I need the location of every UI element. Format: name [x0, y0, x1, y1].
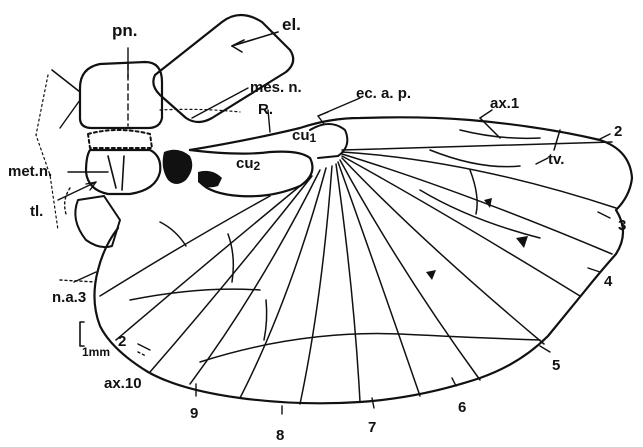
label-cu2: cu2 [236, 155, 261, 173]
label-ax10: ax.10 [104, 375, 142, 392]
mesothorax-outline [88, 130, 152, 148]
label-cu1: cu1 [292, 127, 317, 145]
label-ecap: ec. a. p. [356, 85, 411, 102]
label-vein-3: 3 [618, 217, 626, 234]
label-tv: tv. [548, 151, 564, 168]
label-cu1-main: cu [292, 127, 310, 144]
label-elytron: el. [282, 15, 301, 34]
wing-base-sclerites [163, 150, 222, 188]
label-vein-8: 8 [276, 427, 284, 444]
label-mesonotum: mes. n. [250, 79, 302, 96]
label-ax1: ax.1 [490, 95, 519, 112]
leader-lines [58, 32, 610, 414]
label-scale: 1mm [82, 345, 110, 359]
label-cu2-main: cu [236, 155, 254, 172]
label-cu1-sub: 1 [310, 131, 317, 145]
label-vein-2-bottom: 2 [118, 333, 126, 350]
label-na3: n.a.3 [52, 289, 86, 306]
label-vein-6: 6 [458, 399, 466, 416]
label-pronotum: pn. [112, 21, 138, 40]
label-radius: R. [258, 101, 273, 118]
label-vein-4: 4 [604, 273, 613, 290]
pronotum-outline [52, 62, 162, 128]
label-vein-2-top: 2 [614, 123, 622, 140]
label-vein-9: 9 [190, 405, 198, 422]
scale-bar [80, 322, 84, 346]
label-cu2-sub: 2 [254, 159, 261, 173]
label-tl: tl. [30, 203, 43, 220]
label-metanotum: met.n. [8, 163, 52, 180]
label-vein-7: 7 [368, 419, 376, 436]
label-vein-5: 5 [552, 357, 560, 374]
